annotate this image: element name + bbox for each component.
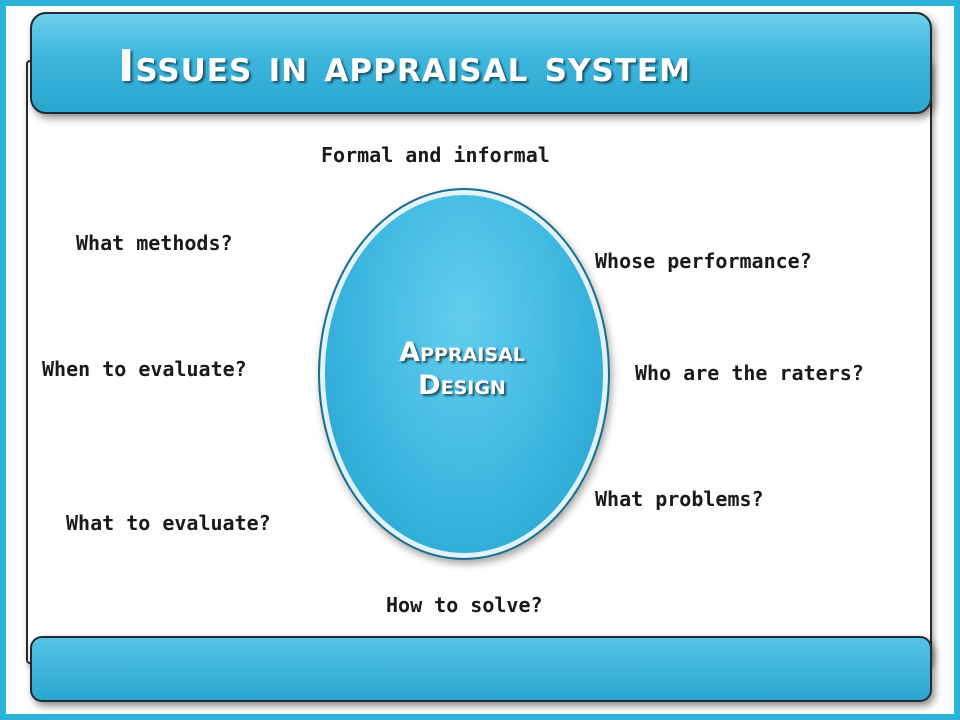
item-what-methods: What methods? [76,231,233,255]
slide-title: Issues in appraisal system [118,41,691,92]
center-label: Appraisal Design [399,337,525,401]
item-what-problems: What problems? [595,487,764,511]
item-when-to-evaluate: When to evaluate? [42,357,247,381]
item-how-to-solve: How to solve? [386,593,543,617]
footer-bar [30,636,932,702]
item-who-are-raters: Who are the raters? [635,361,864,385]
title-bar [30,12,932,114]
item-whose-performance: Whose performance? [595,249,812,273]
item-what-to-evaluate: What to evaluate? [66,511,271,535]
item-formal-informal: Formal and informal [321,143,550,167]
center-ellipse [318,188,610,560]
